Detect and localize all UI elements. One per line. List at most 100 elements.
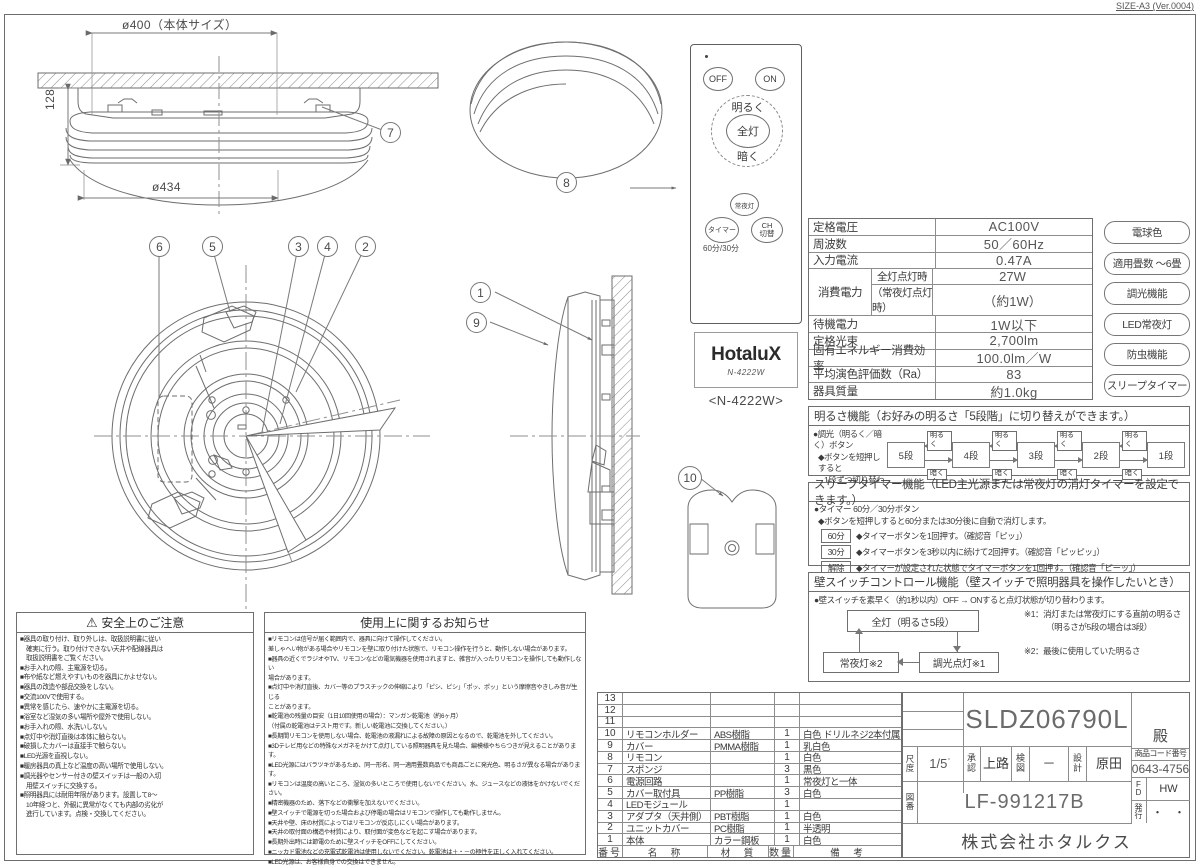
spec-power-value: 27W xyxy=(999,269,1026,285)
sleep-timer-row-30: 30分 ◆タイマーボタンを3秒以内に続けて2回押す。（確認音「ピッピッ」） xyxy=(809,544,1189,560)
wall-bullet-1: ●壁スイッチを素早く（約1秒以内）OFF → ONすると点灯状態が切り替わります… xyxy=(814,595,1109,605)
brightness-arrow-pair: 明るく 暗く xyxy=(989,431,1018,480)
brightness-down-tag: 暗く xyxy=(1122,469,1142,480)
wall-arrow-down-line xyxy=(957,632,958,652)
remote-all-light-button[interactable]: 全灯 xyxy=(726,114,770,148)
company-name: 株式会社ホタルクス xyxy=(961,833,1132,852)
part-remark xyxy=(800,693,901,704)
spec-name: 周波数 xyxy=(809,235,936,252)
brightness-up-tag: 明るく xyxy=(1122,431,1147,451)
remote-darker-label[interactable]: 暗く xyxy=(737,151,759,163)
table-row: 11 xyxy=(598,716,901,729)
remote-ch-line2: 切替 xyxy=(759,229,775,238)
part-material: カラー鋼板 xyxy=(711,834,775,847)
part-no: 11 xyxy=(598,716,623,727)
remote-timer-button[interactable]: タイマー xyxy=(705,217,739,243)
caution-item: ■お手入れの際、主電源を切る。 xyxy=(20,664,112,672)
spec-name: 定格光束 xyxy=(809,333,936,349)
usage-item: ■点灯中や消灯直後、カバー等のプラスチックの伸縮により「ピシ、ピシ」「ポッ、ポッ… xyxy=(268,684,578,701)
remote-night-light-button[interactable]: 常夜灯 xyxy=(730,193,759,216)
addressee-label: 殿 xyxy=(1131,693,1190,749)
part-material: ABS樹脂 xyxy=(711,728,775,741)
brightness-function-panel: 明るさ機能（お好みの明るさ「5段階」に切り替えができます。） ●調光（明るく／暗… xyxy=(808,406,1190,496)
part-no: 2 xyxy=(598,822,623,833)
check-label: 検 図 xyxy=(1012,746,1030,781)
spec-name: 待機電力 xyxy=(809,316,936,332)
usage-item: ■天井や壁、床の材質によってはリモコンが反応しにくい場合があります。 xyxy=(268,819,463,827)
remote-off-button[interactable]: OFF xyxy=(703,67,733,91)
remote-brighter-label[interactable]: 明るく xyxy=(731,102,765,114)
usage-item: ■LED光源は、お客様自身での交換はできません。 xyxy=(268,858,399,865)
approve-label: 承 認 xyxy=(963,746,981,781)
caution-item: 進行しています。点検・交換してください。 xyxy=(26,811,150,819)
issue-label: 発 行 xyxy=(1131,801,1147,823)
safety-caution-list: ■器具の取り付け、取り外しは、取扱説明書に従い 確実に行う。取り付けできない天井… xyxy=(17,633,253,822)
sleep-timer-row-60: 60分 ◆タイマーボタンを1回押す。（確認音「ピッ」） xyxy=(809,528,1189,544)
callout-2: 2 xyxy=(355,236,376,257)
callout-7: 7 xyxy=(380,122,401,143)
product-code-value: 0643-4756 xyxy=(1131,762,1190,778)
caution-item: ■暖房器具の真上など温度の高い場所で使用しない。 xyxy=(20,763,168,771)
part-remark: 白色 xyxy=(803,753,822,765)
brand-name: HotaluX xyxy=(711,343,781,365)
warning-triangle-icon: ⚠ xyxy=(85,614,98,630)
table-header-row: 番号名 称材 質数量備 考 xyxy=(598,846,901,860)
part-no: 3 xyxy=(598,811,623,822)
part-name xyxy=(623,693,711,704)
part-name: リモコンホルダー xyxy=(623,728,711,741)
scale-cell: 尺 度 1/5˙ xyxy=(903,746,964,782)
wall-arrow-up-line xyxy=(859,632,860,652)
header-no: 番号 xyxy=(598,846,623,860)
approval-row: 承 認 上路 検 図 － 設 計 原田 xyxy=(963,746,1132,782)
feature-badge-insect-proof: 防虫機能 xyxy=(1104,343,1190,366)
caution-item: ■LED光源を直視しない。 xyxy=(20,753,92,761)
part-material: PP樹脂 xyxy=(711,787,775,800)
remote-on-button[interactable]: ON xyxy=(755,67,785,91)
part-qty xyxy=(775,716,800,728)
caution-item: 用壁スイッチに交換する。 xyxy=(26,782,101,790)
callout-6: 6 xyxy=(149,236,170,257)
spec-value: AC100V xyxy=(988,219,1040,235)
spec-value: 約1.0kg xyxy=(990,384,1038,400)
part-name: カバー xyxy=(623,740,711,753)
part-material xyxy=(711,704,775,716)
remote-control-diagram: OFF ON 明るく 全灯 暗く 常夜灯 タイマー CH 切替 60分/30分 xyxy=(690,44,802,324)
drawing-number-label: 図 番 xyxy=(903,781,918,823)
remote-ch-switch-button[interactable]: CH 切替 xyxy=(751,217,783,243)
part-no: 6 xyxy=(598,775,623,786)
wall-state-dim-light: 調光点灯※1 xyxy=(919,652,999,673)
usage-item: 場合があります。 xyxy=(268,674,315,682)
wall-switch-panel: 壁スイッチコントロール機能（壁スイッチで照明器具を操作したいとき） ●壁スイッチ… xyxy=(808,572,1190,682)
part-no: 4 xyxy=(598,799,623,810)
part-remark: 常夜灯と一体 xyxy=(803,776,858,788)
caution-item: ■照明器具には耐用年限があります。設置して8～ xyxy=(20,792,158,800)
remote-dial[interactable]: 明るく 全灯 暗く xyxy=(711,95,783,167)
caution-item: 取扱説明書をご覧ください。 xyxy=(26,655,108,663)
spec-name: 器具質量 xyxy=(809,383,936,399)
part-material xyxy=(711,751,775,763)
usage-item: ■長期間リモコンを使用しない場合、乾電池の液漏れによる故障の原因となるので、乾電… xyxy=(268,732,557,740)
part-remark: 白色 ドリルネジ2本付属 xyxy=(803,729,900,741)
issue-value: ・ ・ xyxy=(1152,807,1185,819)
part-qty: 1 xyxy=(775,799,800,810)
wall-note1-line2: （明るさが5段の場合は3段） xyxy=(1046,621,1152,632)
header-remark: 備 考 xyxy=(830,847,865,859)
part-qty: 1 xyxy=(775,740,800,751)
part-qty: 1 xyxy=(775,822,800,833)
spec-power-sub: （常夜灯点灯時） xyxy=(872,285,933,316)
fd-value: HW xyxy=(1159,783,1178,795)
part-remark: 半透明 xyxy=(803,823,831,835)
part-remark xyxy=(800,799,901,810)
brightness-arrow-pair: 明るく 暗く xyxy=(924,431,953,480)
part-remark: 白色 xyxy=(803,788,822,800)
ir-led-icon xyxy=(705,55,708,58)
table-row: 13 xyxy=(598,693,901,705)
caution-item: ■交流100Vで使用する。 xyxy=(20,694,88,702)
sleep-key-30: 30分 xyxy=(821,544,851,559)
